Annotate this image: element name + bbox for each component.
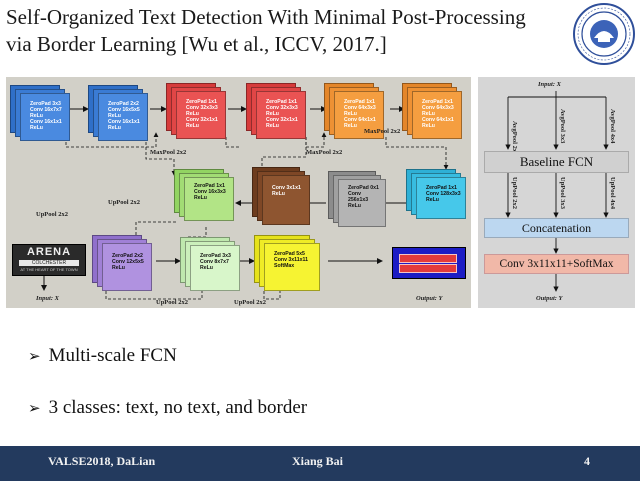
block-3-line-1: ZeroPad 1x1 xyxy=(186,99,217,105)
block-6-line-4: Conv 64x1x1 xyxy=(422,117,454,123)
label-input: Input: X xyxy=(36,295,59,302)
block-12-line-3: ReLu xyxy=(200,265,213,271)
label-uppool-1: UpPool 2x2 xyxy=(108,199,140,206)
multiscale-diagram: Input: X AvgPool 2x2 AvgPool 3x3 AvgPool… xyxy=(478,77,635,308)
label-uppool-2: UpPool 2x2 xyxy=(36,211,68,218)
block-9-line-2: ReLu xyxy=(272,191,285,197)
bullet-2-text: 3 classes: text, no text, and border xyxy=(48,397,308,418)
output-map xyxy=(392,247,466,279)
block-10-line-3: ReLu xyxy=(194,195,207,201)
block-4-line-1: ZeroPad 1x1 xyxy=(266,99,297,105)
footer-event: VALSE2018, DaLian xyxy=(48,454,156,468)
block-2-line-1: ZeroPad 2x2 xyxy=(108,101,139,107)
block-5-line-3: ReLu xyxy=(344,111,357,117)
block-9-line-1: Conv 3x1x1 xyxy=(272,185,301,191)
concatenation-box: Concatenation xyxy=(484,218,629,238)
block-8-line-3: 256x1x3 xyxy=(348,197,369,203)
slide-footer: VALSE2018, DaLian Xiang Bai 4 xyxy=(0,446,640,481)
block-6-line-5: ReLu xyxy=(422,123,435,129)
sign-line-2: COLCHESTER xyxy=(19,260,79,266)
block-11-line-1: ZeroPad 2x2 xyxy=(112,253,143,259)
multiscale-arrows xyxy=(505,91,609,292)
concatenation-label: Concatenation xyxy=(521,221,592,235)
slide-title: Self-Organized Text Detection With Minim… xyxy=(6,4,566,58)
block-3-line-2: Conv 32x3x3 xyxy=(186,105,218,111)
block-1-line-1: ZeroPad 3x3 xyxy=(30,101,61,107)
block-5-line-2: Conv 64x3x3 xyxy=(344,105,376,111)
block-7-line-2: Conv 128x3x3 xyxy=(426,191,461,197)
label-maxpool-3: MaxPool 2x2 xyxy=(364,128,401,135)
uppool-3x3: UpPool 3x3 xyxy=(559,177,566,209)
bullet-1-text: Multi-scale FCN xyxy=(48,345,177,366)
block-13-line-2: Conv 3x11x11 xyxy=(274,257,309,263)
block-8-line-2: Conv xyxy=(348,191,361,197)
block-4-line-3: ReLu xyxy=(266,111,279,117)
arrow-bullet-icon: ➢ xyxy=(28,347,41,365)
block-6-line-1: ZeroPad 1x1 xyxy=(422,99,453,105)
block-10-line-2: Conv 16x3x3 xyxy=(194,189,226,195)
side-input-label: Input: X xyxy=(538,81,561,88)
block-2-line-2: Conv 16x5x5 xyxy=(108,107,140,113)
block-12-line-2: Conv 8x7x7 xyxy=(200,259,229,265)
block-6-line-3: ReLu xyxy=(422,111,435,117)
arrow-bullet-icon: ➢ xyxy=(28,399,41,417)
block-4-line-5: ReLu xyxy=(266,123,279,129)
block-4-line-4: Conv 32x1x1 xyxy=(266,117,298,123)
conv-softmax-label: Conv 3x11x11+SoftMax xyxy=(499,258,614,270)
baseline-fcn-label: Baseline FCN xyxy=(519,154,594,169)
block-3-line-4: Conv 32x1x1 xyxy=(186,117,218,123)
university-seal-logo xyxy=(573,3,635,65)
label-maxpool-2: MaxPool 2x2 xyxy=(306,149,343,156)
block-5-line-5: ReLu xyxy=(344,123,357,129)
block-8-line-4: ReLu xyxy=(348,203,361,209)
block-5-line-4: Conv 64x1x1 xyxy=(344,117,376,123)
conv-softmax-box: Conv 3x11x11+SoftMax xyxy=(484,254,629,274)
avgpool-4x4: AvgPool 4x4 xyxy=(609,109,616,144)
uppool-4x4: UpPool 4x4 xyxy=(609,177,616,209)
avgpool-3x3: AvgPool 3x3 xyxy=(559,109,566,144)
block-3-line-3: ReLu xyxy=(186,111,199,117)
block-13-line-3: SoftMax xyxy=(274,263,295,269)
block-10-line-1: ZeroPad 1x1 xyxy=(194,183,225,189)
block-13-line-1: ZeroPad 5x5 xyxy=(274,251,305,257)
bullet-2: ➢ 3 classes: text, no text, and border xyxy=(28,397,307,419)
block-2-line-4: Conv 16x1x1 xyxy=(108,119,140,125)
block-1-line-2: Conv 16x7x7 xyxy=(30,107,62,113)
block-12-line-1: ZeroPad 3x3 xyxy=(200,253,231,259)
label-maxpool-1: MaxPool 2x2 xyxy=(150,149,187,156)
sign-line-1: ARENA xyxy=(26,246,72,258)
input-image: ARENA COLCHESTER AT THE HEART OF THE TOW… xyxy=(12,244,86,276)
title-line-1: Self-Organized Text Detection With Minim… xyxy=(6,5,526,29)
block-11-line-3: ReLu xyxy=(112,265,125,271)
block-8-line-1: ZeroPad 0x1 xyxy=(348,185,379,191)
block-7-line-1: ZeroPad 1x1 xyxy=(426,185,457,191)
side-output-label: Output: Y xyxy=(536,295,563,302)
block-1-line-5: ReLu xyxy=(30,125,43,131)
block-6-line-2: Conv 64x3x3 xyxy=(422,105,454,111)
bullet-1: ➢ Multi-scale FCN xyxy=(28,345,177,367)
footer-author: Xiang Bai xyxy=(292,454,344,468)
block-1-line-3: ReLu xyxy=(30,113,43,119)
block-2-line-5: ReLu xyxy=(108,125,121,131)
block-4-line-2: Conv 32x3x3 xyxy=(266,105,298,111)
footer-page-number: 4 xyxy=(584,454,590,468)
block-5-line-1: ZeroPad 1x1 xyxy=(344,99,375,105)
baseline-fcn-box: Baseline FCN xyxy=(484,151,629,173)
label-output: Output: Y xyxy=(416,295,443,302)
block-7-line-3: ReLu xyxy=(426,197,439,203)
block-1-line-4: Conv 16x1x1 xyxy=(30,119,62,125)
block-2-line-3: ReLu xyxy=(108,113,121,119)
block-3-line-5: ReLu xyxy=(186,123,199,129)
network-diagram: ZeroPad 3x3 Conv 16x7x7 ReLu Conv 16x1x1… xyxy=(6,77,471,308)
title-line-2: via Border Learning [Wu et al., ICCV, 20… xyxy=(6,32,387,56)
label-uppool-3: UpPool 2x2 xyxy=(156,299,188,306)
sign-line-3: AT THE HEART OF THE TOWN xyxy=(20,267,78,272)
uppool-2x2: UpPool 2x2 xyxy=(511,177,518,209)
label-uppool-4: UpPool 2x2 xyxy=(234,299,266,306)
block-11-line-2: Conv 12x5x5 xyxy=(112,259,144,265)
